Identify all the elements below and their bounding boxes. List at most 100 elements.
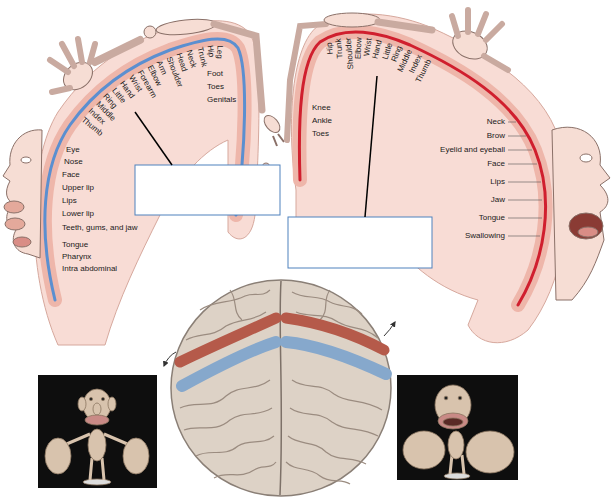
tick-line	[508, 122, 542, 236]
motor-homunculus	[580, 154, 592, 162]
motor-model-photo	[444, 396, 448, 400]
motor-model-photo	[443, 418, 463, 426]
motor-model-photo	[397, 375, 518, 480]
tick-line	[508, 150, 532, 151]
body-part-label: Brow	[487, 132, 505, 141]
tick-line	[508, 218, 542, 219]
sensory-model-photo	[85, 415, 109, 425]
brain-top-view	[180, 318, 386, 386]
motor-model-photo	[397, 375, 518, 480]
motor-homunculus	[552, 127, 610, 300]
sensory-model-photo	[38, 375, 157, 488]
leader-line	[135, 112, 172, 165]
body-part-label: Upper lip	[62, 184, 94, 193]
sensory-model-photo	[38, 375, 157, 488]
leader-line	[135, 76, 377, 217]
tick-line	[508, 200, 542, 201]
sensory-model-photo	[101, 397, 104, 400]
sensory-model-photo	[89, 397, 92, 400]
sensory-model-photo	[83, 479, 111, 485]
body-part-label: Face	[487, 160, 505, 169]
body-part-label: Trunk	[335, 38, 346, 59]
body-part-label: Hip	[325, 42, 335, 55]
body-part-label: Jaw	[491, 196, 505, 205]
brain-top-view	[184, 408, 272, 430]
sensory-homunculus	[3, 130, 42, 258]
body-part-label: Face	[62, 171, 80, 180]
brain-top-view	[292, 380, 382, 410]
motor-homunculus	[569, 213, 603, 239]
brain-top-view	[214, 462, 276, 478]
body-part-label: Tongue	[479, 214, 505, 223]
body-part-label: Pharynx	[62, 253, 91, 262]
body-part-label: Toes	[207, 83, 224, 92]
sensory-homunculus	[4, 201, 24, 213]
motor-model-photo	[403, 385, 514, 479]
brain-top-view	[286, 462, 350, 484]
body-part-label: Lips	[62, 197, 77, 206]
leader-line	[365, 76, 377, 217]
body-part-label: Eye	[66, 146, 80, 155]
body-part-label: Lower lip	[62, 210, 94, 219]
brain-top-view	[286, 318, 384, 350]
motor-homunculus	[378, 22, 432, 30]
brain-top-view	[171, 280, 391, 496]
sensory-model-photo	[88, 429, 106, 461]
blank-answer-box	[288, 217, 432, 268]
body-part-label: Neck	[487, 118, 505, 127]
brain-top-view	[171, 280, 391, 496]
body-part-label: Lips	[490, 178, 505, 187]
sensory-homunculus	[95, 40, 140, 62]
sensory-homunculus	[5, 218, 25, 230]
tick-line	[508, 164, 537, 165]
blank-answer-box	[135, 165, 432, 268]
body-part-label: Toes	[312, 130, 329, 139]
tick-line	[508, 236, 540, 237]
pointer-arrow	[384, 322, 395, 336]
brain-top-view	[290, 408, 378, 436]
sensory-homunculus	[21, 157, 31, 163]
body-part-label: Leg	[214, 45, 223, 59]
body-part-label: Ankle	[312, 117, 332, 126]
blank-answer-box	[135, 165, 280, 215]
pointer-arrow	[164, 322, 395, 366]
motor-model-photo	[458, 396, 462, 400]
brain-top-view	[196, 436, 274, 456]
motor-model-photo	[448, 431, 464, 459]
sensory-model-photo	[45, 438, 71, 474]
sensory-homunculus	[261, 112, 283, 135]
sensory-homunculus	[3, 17, 284, 258]
sensory-homunculus	[13, 237, 31, 247]
motor-homunculus	[324, 13, 380, 27]
body-part-label: Foot	[207, 70, 223, 79]
brain-top-view	[320, 290, 330, 320]
pointer-arrow	[164, 352, 176, 366]
sensory-model-photo	[45, 389, 149, 485]
sensory-model-photo	[123, 438, 149, 474]
brain-top-view	[280, 281, 281, 495]
body-part-label: Genitals	[207, 96, 236, 105]
motor-model-photo	[403, 431, 445, 469]
tick-line	[508, 182, 541, 183]
body-part-label: Swallowing	[465, 232, 505, 241]
body-part-label: Hip	[205, 45, 215, 58]
motor-model-photo	[444, 473, 470, 479]
sensory-homunculus	[144, 26, 156, 38]
motor-model-photo	[466, 431, 514, 473]
body-part-label: Knee	[312, 104, 331, 113]
body-part-label: Teeth, gums, and jaw	[62, 224, 138, 233]
motor-model-photo	[438, 413, 468, 429]
body-part-label: Tongue	[62, 241, 88, 250]
sensory-homunculus	[50, 39, 95, 92]
tick-line	[508, 122, 516, 123]
brain-top-view	[288, 436, 366, 464]
sensory-homunculus	[273, 134, 284, 146]
sensory-homunculus	[155, 17, 216, 37]
body-part-label: Eyelid and eyeball	[440, 146, 505, 155]
sensory-model-photo	[78, 397, 86, 411]
motor-homunculus	[452, 10, 508, 70]
body-part-label: Nose	[64, 158, 83, 167]
